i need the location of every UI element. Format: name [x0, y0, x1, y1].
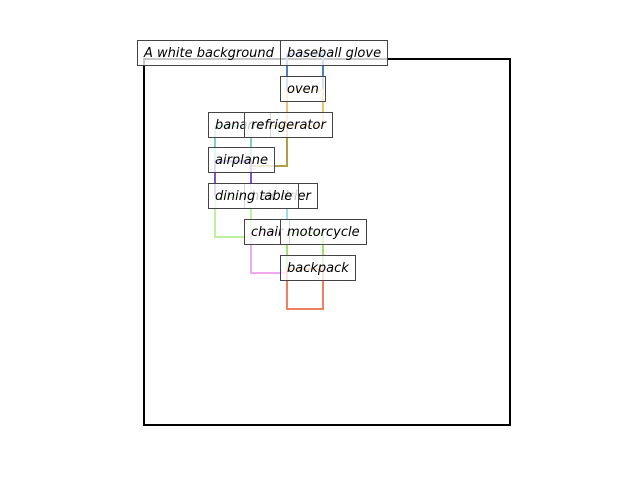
label-backpack: backpack: [280, 255, 356, 281]
label-motorcycle: motorcycle: [280, 219, 367, 245]
label-dining-table: dining table: [208, 183, 300, 209]
label-airplane: airplane: [208, 147, 275, 173]
label-baseball-glove: baseball glove: [280, 40, 389, 66]
caption-label: A white background: [137, 40, 281, 66]
label-oven: oven: [280, 76, 326, 102]
label-refrigerator: refrigerator: [244, 112, 333, 138]
